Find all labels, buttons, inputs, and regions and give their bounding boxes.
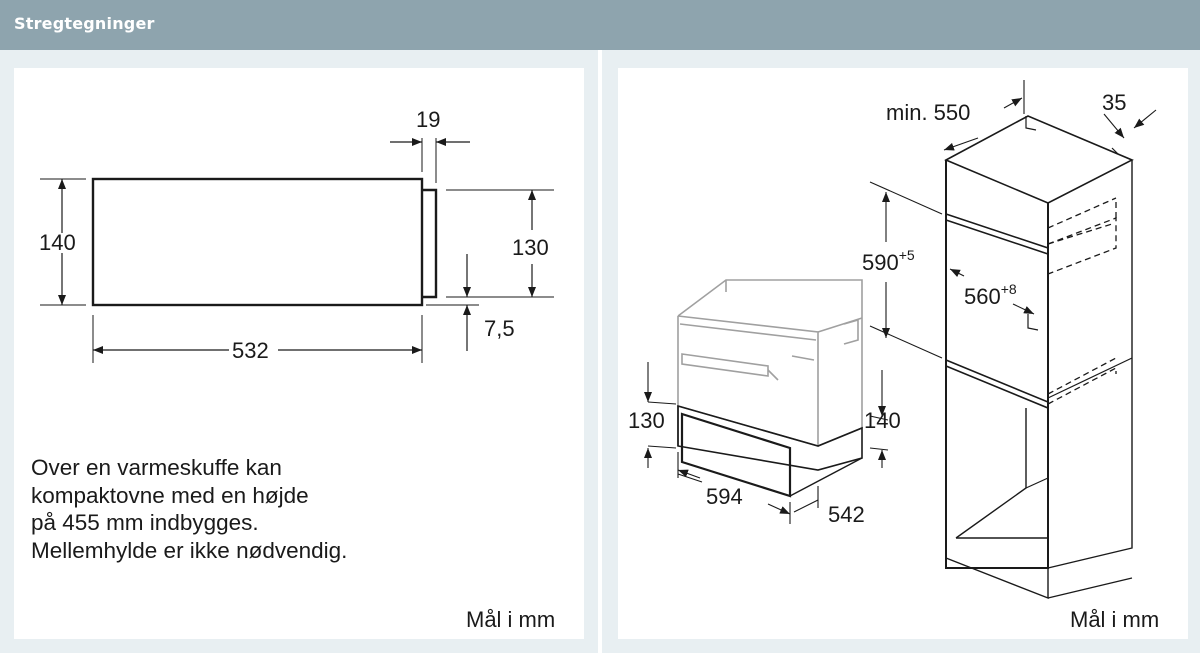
right-drawing-panel: min. 550 35 590+5 560+8 130 140 594 542 …: [618, 68, 1188, 639]
side-view-drawing: 19 140 130 7,5 532: [39, 107, 554, 363]
niche-dashed-outline: [1047, 197, 1117, 405]
dim-total-height: 140: [39, 230, 76, 255]
note-line: Over en varmeskuffe kan: [31, 455, 282, 480]
dim-gap: 35: [1102, 90, 1126, 115]
installation-drawing: min. 550 35 590+5 560+8 130 140 594 542: [628, 80, 1157, 600]
tall-cabinet: [944, 115, 1134, 600]
drawer-rear-outline: [422, 188, 438, 299]
dim-drawer-depth: 542: [828, 502, 865, 527]
dim-min-depth: min. 550: [886, 100, 970, 125]
dim-niche-width: 560: [964, 284, 1001, 309]
left-drawing-panel: 19 140 130 7,5 532 Over en varmeskuffe k…: [14, 68, 584, 639]
dim-front-width: 532: [232, 338, 269, 363]
dim-rear-height: 130: [512, 235, 549, 260]
warming-drawer-3d: [677, 404, 863, 498]
unit-label: Mål i mm: [1070, 607, 1160, 632]
dim-panel-depth: 19: [416, 107, 440, 132]
unit-label: Mål i mm: [466, 607, 556, 632]
dim-niche-width-tol: +8: [1001, 281, 1017, 297]
dim-niche-height-tol: +5: [899, 247, 915, 263]
svg-text:590+5: 590+5: [862, 247, 915, 275]
drawer-front-outline: [91, 177, 424, 307]
panel-divider: [598, 50, 602, 653]
dim-drawer-width: 594: [706, 484, 743, 509]
dim-drawer-height-side: 140: [864, 408, 901, 433]
header-title: Stregtegninger: [14, 14, 155, 33]
dim-rear-offset: 7,5: [484, 316, 515, 341]
svg-text:560+8: 560+8: [964, 281, 1017, 309]
header-bar: Stregtegninger: [0, 0, 1200, 50]
note-line: på 455 mm indbygges.: [31, 510, 259, 535]
dim-niche-height: 590: [862, 250, 899, 275]
dim-drawer-height-front: 130: [628, 408, 665, 433]
note-line: kompaktovne med en højde: [31, 482, 309, 508]
installation-note: Over en varmeskuffe kan kompaktovne med …: [31, 454, 491, 564]
note-line: Mellemhylde er ikke nødvendig.: [31, 537, 348, 563]
